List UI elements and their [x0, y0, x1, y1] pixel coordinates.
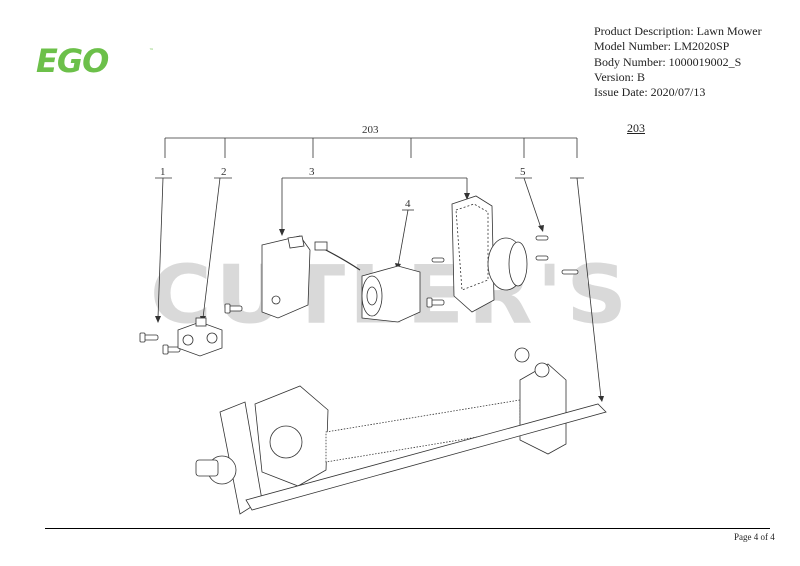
callout-3: 3 — [309, 166, 315, 178]
ego-logo: EGO ™ — [36, 44, 154, 76]
motor-part-4 — [314, 241, 445, 323]
assembly-number: 203 — [627, 121, 645, 135]
drive-shaft-assembly — [195, 347, 607, 515]
coupler-part-2 — [177, 317, 223, 357]
model-number: Model Number: LM2020SP — [594, 39, 730, 54]
screw-part-1 — [139, 332, 181, 355]
callout-5: 5 — [520, 166, 526, 178]
callout-2: 2 — [221, 166, 227, 178]
cover-part-3 — [224, 235, 311, 319]
callout-1: 1 — [160, 166, 166, 178]
footer-rule — [45, 528, 770, 529]
product-info: Product Description: Lawn Mower Model Nu… — [594, 24, 762, 100]
callout-4: 4 — [405, 198, 411, 210]
callout-203: 203 — [362, 124, 379, 136]
issue-date: Issue Date: 2020/07/13 — [594, 85, 706, 100]
product-description: Product Description: Lawn Mower — [594, 24, 762, 38]
page-number: Page 4 of 4 — [734, 532, 775, 542]
svg-text:™: ™ — [149, 48, 154, 54]
gearbox-part-5 — [451, 195, 579, 313]
version: Version: B — [594, 69, 645, 84]
body-number: Body Number: 1000019002_S — [594, 54, 742, 69]
svg-text:EGO: EGO — [36, 44, 109, 76]
